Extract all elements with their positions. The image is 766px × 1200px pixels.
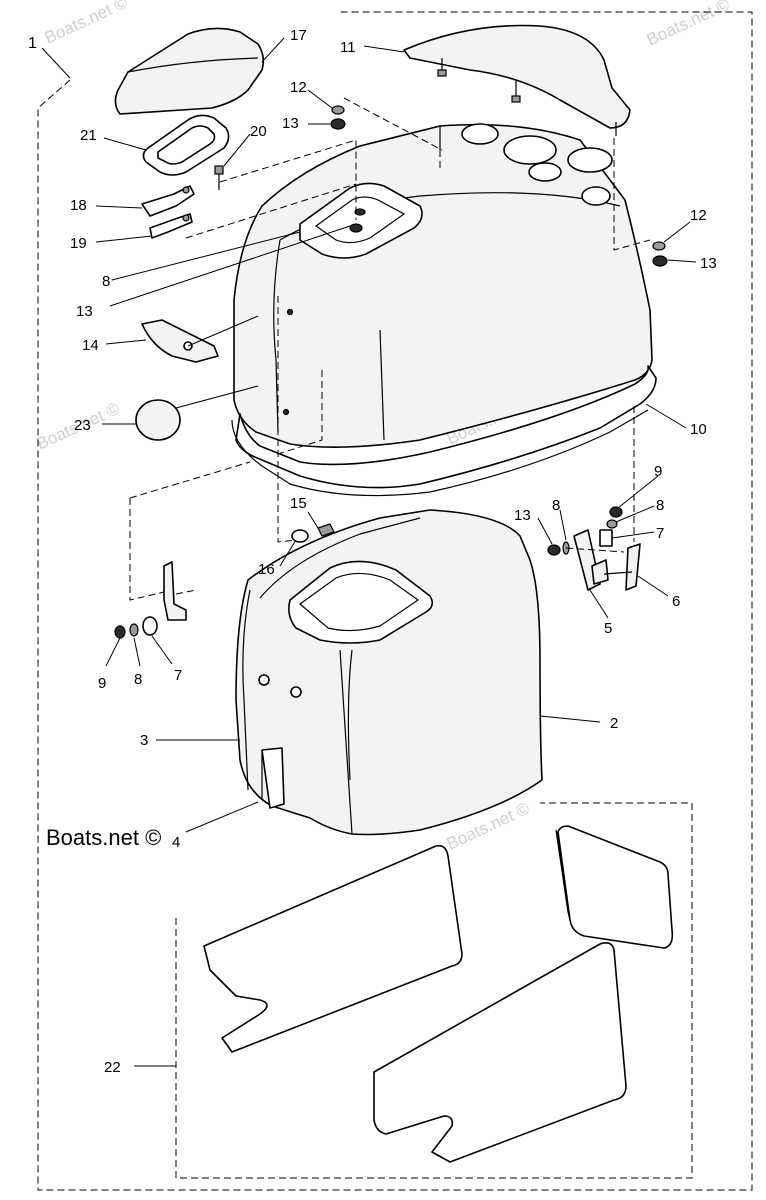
kit-boundary [37,11,753,1191]
nut-washer-part [652,241,668,267]
assembly-lines [129,97,651,601]
callout-11: 11 [340,39,356,56]
callout-14: 14 [82,337,99,354]
callout-18: 18 [70,197,87,214]
callout-12-right: 12 [690,207,707,224]
cowling-seal-part [231,365,657,497]
latch-assembly-part [573,529,641,591]
callout-20: 20 [250,123,267,140]
decal-left-lower-part [373,942,627,1163]
callout-9-left: 9 [98,675,106,692]
gasket-ring-part [142,114,230,176]
callout-19: 19 [70,235,87,252]
callout-17: 17 [290,27,307,44]
roller-washer-nut-part [547,506,623,556]
callout-2: 2 [610,715,618,732]
callout-6: 6 [672,593,680,610]
brand-label: Boats.net © [46,825,161,850]
decal-left-upper-part [203,844,463,1053]
top-cowling-part [233,123,653,448]
watermark-text: Boats.net © [644,0,733,50]
callout-1: 1 [28,35,37,52]
plug-part [135,399,181,441]
top-cap-part [114,27,265,115]
callout-7-left: 7 [174,667,182,684]
callout-8-left: 8 [134,671,142,688]
callout-16: 16 [258,561,275,578]
upper-cover-part [403,24,631,136]
callout-13-left: 13 [76,303,93,320]
callout-8-right: 8 [656,497,664,514]
screw-part [214,165,224,190]
callout-13-right: 13 [700,255,717,272]
lower-cowling-part [235,509,543,836]
decal-right-part [555,825,674,949]
latch-bracket-part [141,185,195,239]
callout-15: 15 [290,495,307,512]
callout-12-top: 12 [290,79,307,96]
callout-8-mid: 8 [552,497,560,514]
callout-23: 23 [74,417,91,434]
bracket-plate-part [141,319,219,363]
watermark-text: Boats.net © [42,0,131,48]
callout-5: 5 [604,620,612,637]
decal-kit-boundary [175,802,693,1179]
callout-7-right: 7 [656,525,664,542]
leader-lines [41,37,697,1067]
callout-8-top: 8 [102,273,110,290]
callout-21: 21 [80,127,97,144]
callout-3: 3 [140,732,148,749]
left-latch-bracket-part [114,561,187,639]
callout-13-top: 13 [282,115,299,132]
callout-4: 4 [172,834,180,851]
callout-9-right: 9 [654,463,662,480]
callout-labels: 1 2 3 4 5 6 7 7 8 8 8 8 9 9 10 11 12 12 … [28,27,717,1076]
callout-22: 22 [104,1059,121,1076]
grommet-screw-part [291,523,335,543]
nut-washer-part [330,105,346,130]
callout-13-mid: 13 [514,507,531,524]
callout-10: 10 [690,421,707,438]
